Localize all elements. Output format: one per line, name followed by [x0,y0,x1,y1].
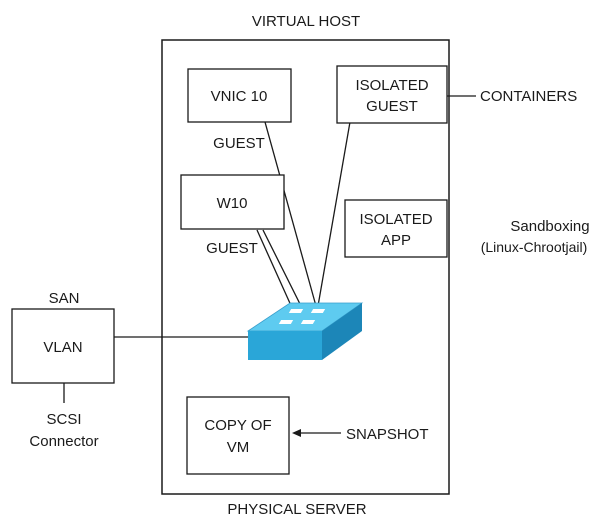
copy-of-vm-box [186,396,290,475]
w10-guest-caption: GUEST [206,240,258,257]
copy-of-vm-line2: VM [227,439,250,456]
copy-of-vm-line1: COPY OF [204,417,271,434]
isolated-guest-line2: GUEST [366,98,418,115]
vnic-10-label: VNIC 10 [211,88,268,105]
isolated-app-line2: APP [381,232,411,249]
w10-box [180,174,285,230]
scsi-label: SCSI [46,411,81,428]
arrow-head [292,429,301,437]
switch-ports [278,309,326,324]
link-w10-switch-b [262,229,303,309]
isolated-guest-box [336,65,448,124]
network-switch [246,302,364,360]
isolated-app-box [344,199,448,258]
connector-label: Connector [29,433,98,450]
vlan-box [11,308,115,384]
snapshot-arrow [292,429,341,437]
virtual-host-boundary [161,39,450,495]
isolated-guest-line1: ISOLATED [355,77,428,94]
vnic-guest-caption: GUEST [213,135,265,152]
physical-server-title: PHYSICAL SERVER [227,501,366,518]
vlan-label: VLAN [43,339,82,356]
containers-label: CONTAINERS [480,88,577,105]
virtual-host-title: VIRTUAL HOST [252,13,360,30]
chrootjail-label: (Linux-Chrootjail) [481,239,588,255]
connection-lines [63,95,476,403]
isolated-app-line1: ISOLATED [359,211,432,228]
san-label: SAN [49,290,80,307]
sandboxing-label: Sandboxing [510,218,589,235]
switch-front [248,331,322,360]
snapshot-label: SNAPSHOT [346,426,429,443]
link-isolated-guest-switch [317,121,351,307]
link-w10-switch-a [256,229,294,311]
w10-label: W10 [217,195,248,212]
link-vnic-switch [264,121,317,307]
vnic-10-box [187,68,292,123]
switch-side [322,303,362,360]
